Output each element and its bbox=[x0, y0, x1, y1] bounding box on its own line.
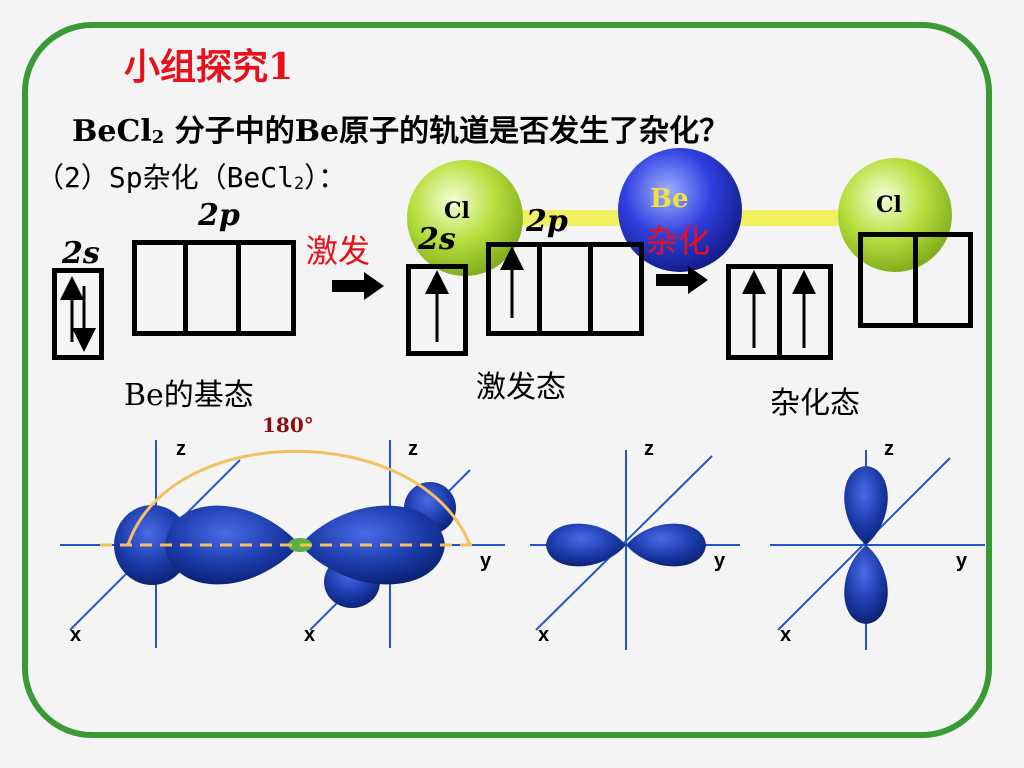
ground-2s-label: 2s bbox=[62, 236, 100, 271]
excite-label: 激发 bbox=[306, 232, 371, 270]
axis-z-3: z bbox=[644, 438, 654, 460]
cl-atom-right bbox=[838, 158, 952, 272]
ground-2p-label: 2p bbox=[198, 198, 240, 233]
excite-arrow bbox=[332, 272, 384, 300]
be-label: Be bbox=[650, 184, 689, 214]
axis-y-2: y bbox=[480, 550, 492, 572]
cl-atom-left bbox=[407, 160, 523, 276]
ground-2p-box-3 bbox=[236, 240, 296, 336]
be-atom bbox=[618, 148, 742, 272]
hybrid-label: 杂化 bbox=[646, 222, 711, 260]
question-main: BeCl bbox=[72, 114, 152, 149]
subtitle-rest: ）： bbox=[304, 161, 347, 194]
hybrid-arrow bbox=[656, 266, 708, 294]
slide-title: 小组探究1 bbox=[124, 46, 294, 88]
subtitle-text: （2）Sp杂化（BeCl2）： bbox=[36, 156, 346, 196]
hybrid-sp-box-2 bbox=[777, 264, 833, 360]
axis-x-4: x bbox=[780, 624, 792, 646]
axis-y-4: y bbox=[956, 550, 968, 572]
cl-left-label: Cl bbox=[444, 198, 470, 224]
axis-x-3: x bbox=[538, 624, 550, 646]
axis-z-1: z bbox=[176, 438, 186, 460]
excited-2s-label: 2s bbox=[418, 222, 456, 257]
excited-2p-box-3 bbox=[588, 242, 644, 336]
cl-right-label: Cl bbox=[876, 192, 902, 218]
hybrid-state-label: 杂化态 bbox=[770, 386, 860, 421]
axis-x-1: x bbox=[70, 624, 82, 646]
bond-right bbox=[720, 210, 860, 226]
question-text: BeCl2 分子中的Be原子的轨道是否发生了杂化？ bbox=[72, 106, 729, 150]
ground-2s-box bbox=[52, 268, 104, 360]
slide-frame bbox=[22, 22, 992, 738]
axis-z-4: z bbox=[884, 438, 894, 460]
ground-state-label: Be的基态 bbox=[124, 378, 254, 413]
axis-z-2: z bbox=[408, 438, 418, 460]
angle-arc bbox=[126, 449, 472, 546]
hybrid-p-box-2 bbox=[913, 232, 973, 328]
axis-y-3: y bbox=[714, 550, 726, 572]
p-orbital-lobes-z bbox=[844, 466, 888, 624]
excited-2s-box bbox=[406, 264, 468, 356]
excited-2p-label: 2p bbox=[526, 204, 568, 239]
p-orbital-lobes-y bbox=[546, 523, 706, 567]
angle-label: 180° bbox=[262, 413, 314, 437]
excited-state-label: 激发态 bbox=[476, 370, 566, 405]
axis-x-2: x bbox=[304, 624, 316, 646]
ground-2s-electrons bbox=[60, 276, 96, 352]
subtitle-main: （2）Sp杂化（BeCl bbox=[36, 161, 295, 194]
question-rest: 分子中的Be原子的轨道是否发生了杂化？ bbox=[164, 114, 730, 149]
question-subscript: 2 bbox=[151, 126, 165, 148]
subtitle-subscript: 2 bbox=[294, 172, 305, 193]
